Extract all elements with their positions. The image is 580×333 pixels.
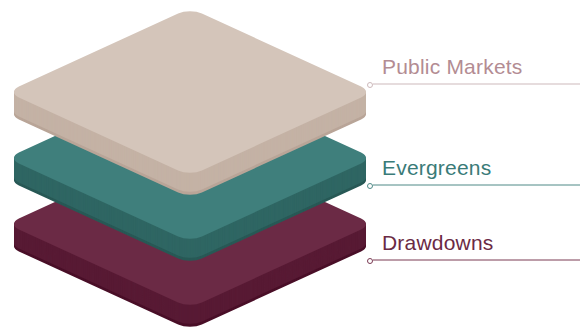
leader-line <box>373 84 580 85</box>
layer-label: Evergreens <box>382 156 491 180</box>
leader-line <box>373 260 580 261</box>
slab-side <box>7 141 373 309</box>
leader-dot <box>368 83 373 88</box>
slab-face <box>7 140 373 308</box>
leader-dot <box>368 259 373 264</box>
leader-dot <box>368 184 373 189</box>
layer-label: Public Markets <box>382 55 523 79</box>
layer-label: Drawdowns <box>382 231 494 255</box>
leader-line <box>373 185 580 186</box>
